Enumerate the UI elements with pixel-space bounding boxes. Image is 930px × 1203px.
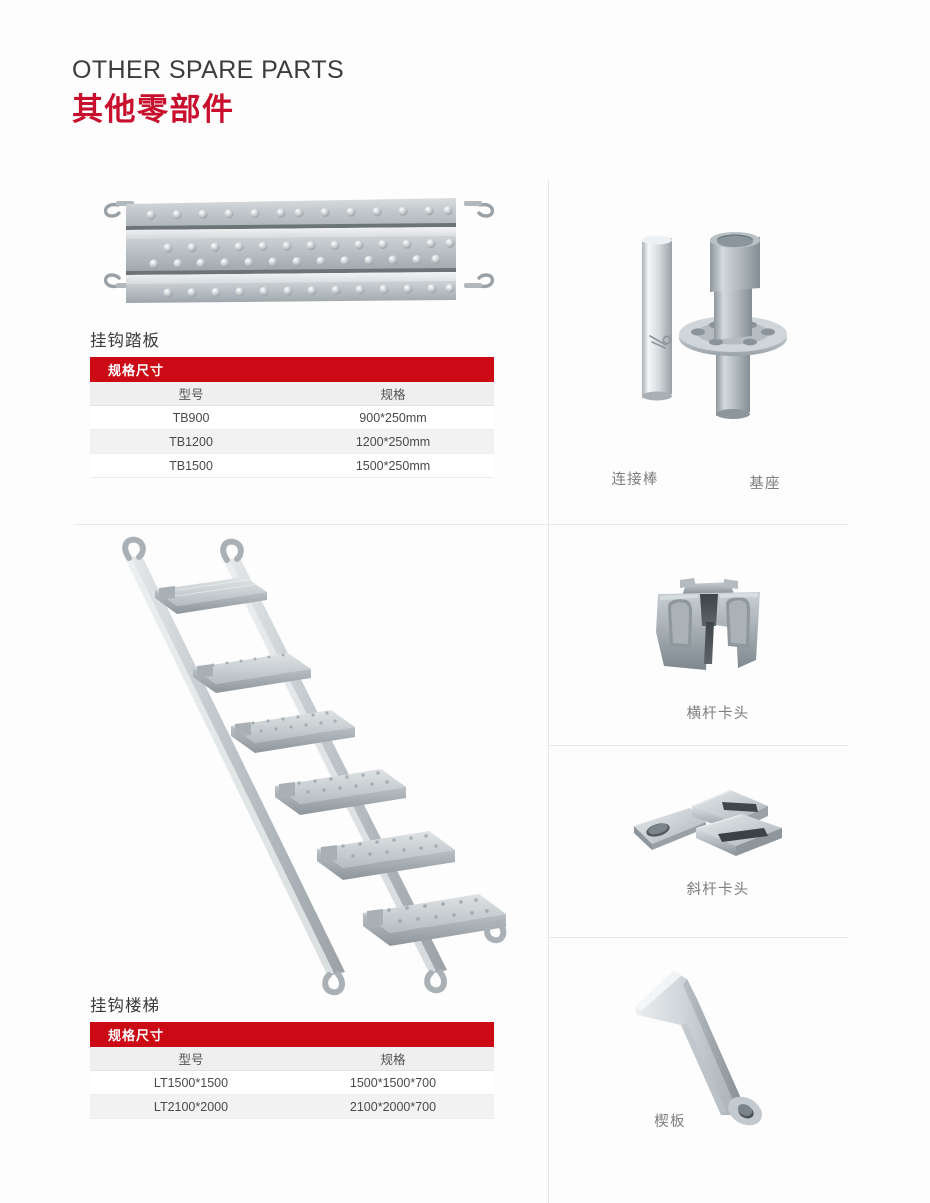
- page-title-en: OTHER SPARE PARTS: [72, 56, 345, 84]
- stair-table-header-row: 型号 规格: [90, 1047, 494, 1071]
- table-row: TB900 900*250mm: [90, 405, 494, 430]
- base-jack-label: 基座: [749, 476, 781, 492]
- diagonal-brace-head-image: [622, 778, 792, 864]
- plank-col-spec: 规格: [292, 382, 494, 406]
- stair-col-spec: 规格: [292, 1047, 494, 1071]
- wedge-pin-label: 楔板: [654, 1114, 686, 1130]
- cell-model: TB1200: [90, 429, 292, 454]
- cell-model: TB1500: [90, 453, 292, 478]
- plank-spec-table: 规格尺寸 型号 规格 TB900 900*250mm TB1200 1200*2…: [90, 357, 494, 478]
- plank-spec-bar-row: 规格尺寸: [90, 357, 494, 382]
- table-row: LT2100*2000 2100*2000*700: [90, 1094, 494, 1119]
- plank-col-model: 型号: [90, 382, 292, 406]
- cell-spec: 1500*1500*700: [292, 1070, 494, 1095]
- stair-spec-table: 规格尺寸 型号 规格 LT1500*1500 1500*1500*700 LT2…: [90, 1022, 494, 1119]
- connector-rod-label: 连接棒: [611, 472, 659, 488]
- cell-spec: 2100*2000*700: [292, 1094, 494, 1119]
- page-title-cn: 其他零部件: [72, 91, 235, 127]
- steel-plank-image: [88, 182, 508, 308]
- wedge-pin-image: [625, 955, 785, 1145]
- connector-rod-and-base-image: [620, 212, 840, 442]
- stair-product-title: 挂钩楼梯: [90, 997, 160, 1015]
- ledger-clamp-head-label: 横杆卡头: [686, 706, 750, 722]
- table-row: TB1200 1200*250mm: [90, 429, 494, 454]
- cell-spec: 900*250mm: [292, 405, 494, 430]
- table-row: LT1500*1500 1500*1500*700: [90, 1070, 494, 1095]
- hook-stair-image: [95, 532, 525, 1002]
- cell-model: LT2100*2000: [90, 1094, 292, 1119]
- plank-table-header-row: 型号 规格: [90, 382, 494, 406]
- stair-spec-bar-row: 规格尺寸: [90, 1022, 494, 1047]
- horizontal-divider-ledger-head: [548, 745, 848, 746]
- horizontal-divider-left-sections: [75, 524, 848, 525]
- stair-col-model: 型号: [90, 1047, 292, 1071]
- cell-model: LT1500*1500: [90, 1070, 292, 1095]
- cell-model: TB900: [90, 405, 292, 430]
- page-header: OTHER SPARE PARTS 其他零部件: [72, 56, 344, 127]
- plank-spec-bar-label: 规格尺寸: [90, 357, 494, 382]
- ledger-clamp-head-image: [646, 572, 772, 676]
- horizontal-divider-brace-head: [548, 937, 848, 938]
- cell-spec: 1500*250mm: [292, 453, 494, 478]
- diagonal-brace-head-label: 斜杆卡头: [686, 882, 750, 898]
- vertical-divider-main: [548, 180, 549, 1203]
- stair-spec-bar-label: 规格尺寸: [90, 1022, 494, 1047]
- cell-spec: 1200*250mm: [292, 429, 494, 454]
- plank-product-title: 挂钩踏板: [90, 332, 160, 350]
- table-row: TB1500 1500*250mm: [90, 453, 494, 478]
